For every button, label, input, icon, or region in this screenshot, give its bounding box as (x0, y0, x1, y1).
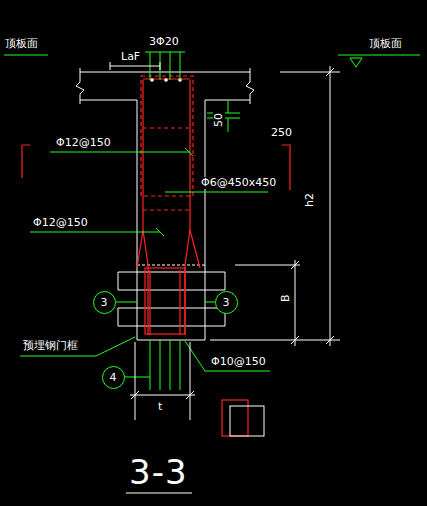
drawing-label: Φ6@450x450 (200, 177, 277, 189)
break-line (246, 68, 254, 104)
drawing-label: 3Φ20 (148, 36, 180, 48)
dim-t (130, 342, 195, 420)
drawing-label: B (280, 293, 292, 303)
slab-bottom (80, 100, 250, 101)
taper-bar (137, 230, 200, 268)
drawing-label: t (157, 401, 163, 413)
rebar (22, 76, 290, 436)
callout-circle: 3 (93, 291, 116, 314)
leader-lines (4, 52, 420, 390)
frame-band (118, 272, 225, 326)
callout-leader (125, 340, 180, 390)
drawing-label: h2 (304, 192, 316, 208)
bar-leader (30, 228, 164, 236)
callout-number: 3 (223, 297, 230, 308)
bracket (22, 145, 30, 178)
rebar-dots (150, 78, 182, 82)
level-symbol (338, 55, 420, 67)
leader (20, 337, 135, 356)
bar-leader (50, 148, 193, 156)
drawing-label: 预埋钢门框 (22, 340, 79, 352)
slab-top (80, 72, 250, 73)
dim-laf (110, 62, 160, 70)
callout-leader (116, 302, 215, 303)
bracket (282, 145, 290, 190)
section-symbol (222, 400, 248, 436)
title-underline (126, 493, 192, 494)
section-symbol (230, 406, 264, 436)
callout-circle: 4 (102, 366, 125, 389)
joint-line (137, 265, 205, 266)
dim-h2 (280, 66, 340, 346)
drawing-label: 顶板面 (368, 38, 403, 50)
tie-bar (143, 128, 190, 210)
break-line (76, 68, 84, 104)
drawing-label: 50 (213, 112, 225, 128)
bar-leader (165, 192, 268, 193)
drawing-label: Φ12@150 (32, 217, 89, 229)
section-symbol (230, 406, 264, 436)
drawing-label: 顶板面 (4, 38, 39, 50)
wall-outline (137, 100, 205, 340)
concrete-outline (76, 68, 254, 340)
drawing-label: Φ10@150 (210, 356, 267, 368)
callout-number: 3 (101, 297, 108, 308)
leader (185, 341, 270, 371)
callout-circle: 3 (215, 291, 238, 314)
callout-number: 4 (110, 372, 117, 383)
drawing-label: LaF (120, 51, 141, 63)
stirrup-zone (141, 76, 193, 196)
vertical-bar (143, 80, 190, 335)
dim-50 (207, 100, 240, 132)
dim-b (210, 260, 340, 346)
frame-bar (150, 270, 180, 335)
section-title: 3-3 (128, 454, 189, 491)
frame-stirrup (145, 268, 185, 334)
drawing-label: 250 (270, 127, 293, 139)
dimensions (110, 62, 340, 493)
drawing-label: Φ12@150 (55, 137, 112, 149)
level-line (4, 55, 48, 56)
